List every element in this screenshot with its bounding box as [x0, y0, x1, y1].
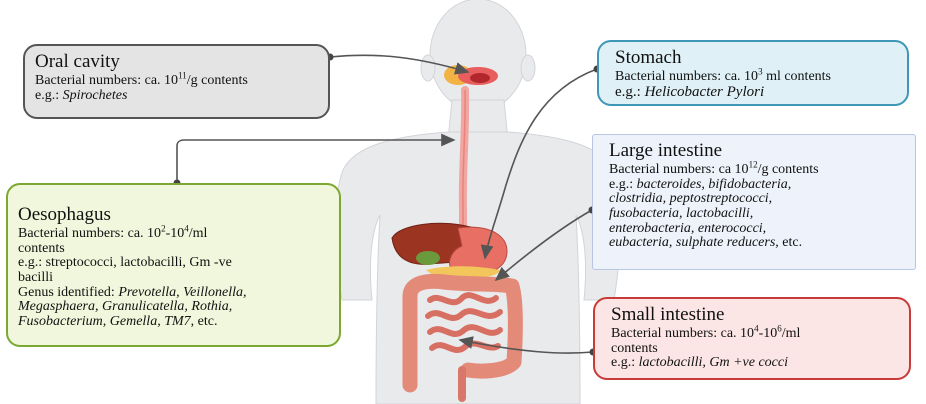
small-intestine-count: Bacterial numbers: ca. 104-106/ml [611, 327, 899, 342]
stomach-examples: e.g.: Helicobacter Pylori [615, 85, 897, 101]
stomach-count: Bacterial numbers: ca. 103 ml contents [615, 70, 897, 85]
oesophagus-examples-2: bacilli [18, 271, 329, 286]
small-intestine-title: Small intestine [611, 305, 899, 325]
large-intestine-examples-1: e.g.: bacteroides, bifidobacteria, [609, 178, 905, 193]
oesophagus-genus-3: Fusobacterium, Gemella, TM7, etc. [18, 315, 329, 330]
large-intestine-examples-3: fusobacteria, lactobacilli, [609, 207, 905, 222]
oral-cavity-title: Oral cavity [35, 52, 318, 72]
small-intestine-examples: e.g.: lactobacilli, Gm +ve cocci [611, 356, 899, 371]
large-intestine-examples-4: enterobacteria, enterococci, [609, 222, 905, 237]
stomach-box: Stomach Bacterial numbers: ca. 103 ml co… [597, 40, 909, 106]
oesophagus-genus-2: Megasphaera, Granulicatella, Rothia, [18, 300, 329, 315]
oesophagus-box: Oesophagus Bacterial numbers: ca. 102-10… [6, 183, 341, 347]
large-intestine-box: Large intestine Bacterial numbers: ca 10… [592, 134, 916, 270]
gallbladder [416, 251, 440, 265]
oesophagus-count-2: contents [18, 242, 329, 257]
oral-cavity-count: Bacterial numbers: ca. 1011/g contents [35, 74, 318, 89]
large-intestine-examples-2: clostridia, peptostreptococci, [609, 192, 905, 207]
oesophagus-genus-1: Genus identified: Prevotella, Veillonell… [18, 286, 329, 301]
oesophagus-examples-1: e.g.: streptococci, lactobacilli, Gm -ve [18, 256, 329, 271]
large-intestine-count: Bacterial numbers: ca 1012/g contents [609, 163, 905, 178]
small-intestine-count-2: contents [611, 342, 899, 357]
oesophagus-count: Bacterial numbers: ca. 102-104/ml [18, 227, 329, 242]
large-intestine-title: Large intestine [609, 141, 905, 161]
stomach-title: Stomach [615, 48, 897, 68]
small-intestine-box: Small intestine Bacterial numbers: ca. 1… [593, 297, 911, 380]
oral-cavity-examples: e.g.: Spirochetes [35, 89, 318, 104]
oesophagus-title: Oesophagus [18, 205, 329, 225]
large-intestine-examples-5: eubacteria, sulphate reducers, etc. [609, 236, 905, 251]
oral-cavity-box: Oral cavity Bacterial numbers: ca. 1011/… [23, 44, 330, 119]
